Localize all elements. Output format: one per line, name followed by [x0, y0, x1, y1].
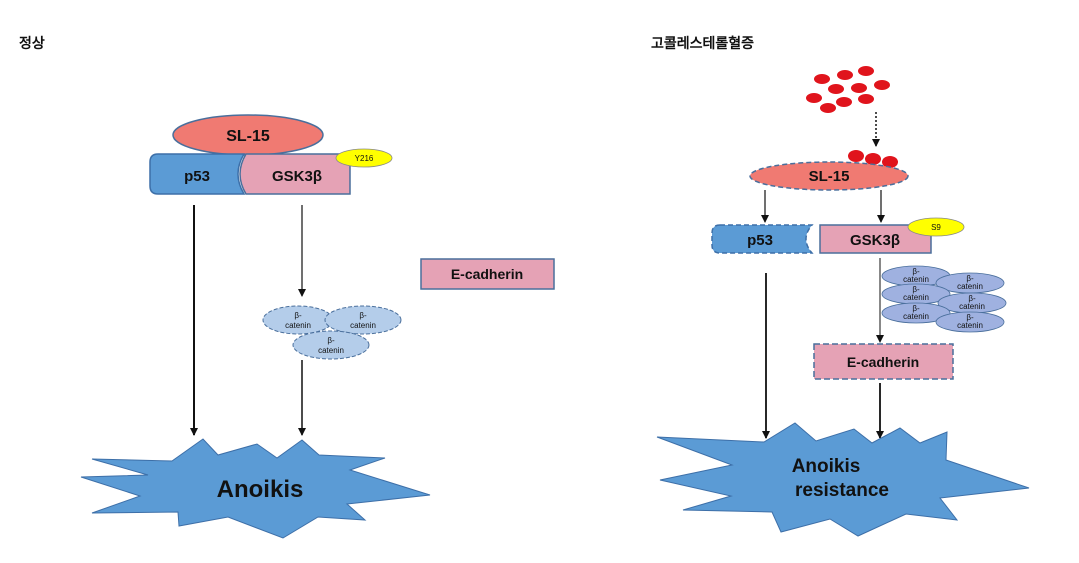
svg-text:β-: β- [359, 311, 367, 320]
left-beta-catenin-cluster: β- catenin β- catenin β- catenin [262, 305, 402, 360]
left-sl15-label: SL-15 [226, 128, 270, 145]
right-sl15-label: SL-15 [809, 168, 850, 185]
svg-text:catenin: catenin [285, 321, 311, 330]
right-panel-title: 고콜레스테롤혈증 [651, 35, 754, 52]
svg-text:catenin: catenin [903, 312, 929, 321]
left-panel-title: 정상 [19, 35, 45, 52]
right-sl15: SL-15 [749, 161, 909, 191]
svg-text:catenin: catenin [903, 275, 929, 284]
left-anoikis-burst: Anoikis [80, 438, 431, 539]
svg-text:β-: β- [912, 267, 920, 276]
right-phospho-badge: S9 [907, 217, 965, 237]
left-ecadherin: E-cadherin [420, 258, 555, 290]
svg-text:β-: β- [912, 304, 920, 313]
right-ecadherin: E-cadherin [813, 343, 954, 380]
right-gsk3b-label: GSK3β [850, 232, 900, 249]
beta-catenin-item: β- catenin [935, 311, 1005, 333]
left-sl15: SL-15 [172, 114, 324, 156]
right-p53-label: p53 [747, 232, 773, 249]
left-p53-label: p53 [184, 168, 210, 185]
cholesterol-particles [806, 66, 890, 113]
right-phospho-label: S9 [931, 223, 941, 232]
right-p53: p53 [711, 224, 814, 254]
svg-text:catenin: catenin [959, 302, 985, 311]
beta-catenin-item: β- catenin [937, 292, 1007, 314]
beta-catenin-item: β- catenin [881, 283, 951, 305]
svg-text:β-: β- [327, 336, 335, 345]
svg-text:β-: β- [294, 311, 302, 320]
svg-text:catenin: catenin [957, 282, 983, 291]
svg-text:β-: β- [966, 313, 974, 322]
svg-text:catenin: catenin [318, 346, 344, 355]
left-phospho-badge: Y216 [335, 148, 393, 168]
right-anoikis-burst: Anoikis resistance [656, 422, 1030, 537]
right-beta-catenin-cluster: β- catenin β- catenin β- catenin β- cate… [881, 265, 1007, 333]
svg-text:catenin: catenin [957, 321, 983, 330]
beta-catenin-item: β- catenin [324, 305, 402, 335]
right-outcome-line1: Anoikis [792, 456, 861, 477]
svg-text:β-: β- [968, 294, 976, 303]
left-outcome-label: Anoikis [217, 476, 304, 503]
svg-text:β-: β- [966, 274, 974, 283]
left-p53: p53 [149, 153, 246, 195]
svg-text:β-: β- [912, 285, 920, 294]
bound-cholesterol [848, 150, 898, 168]
beta-catenin-item: β- catenin [881, 302, 951, 324]
beta-catenin-item: β- catenin [262, 305, 334, 335]
svg-text:catenin: catenin [903, 293, 929, 302]
left-gsk3b-label: GSK3β [272, 168, 322, 185]
right-ecadherin-label: E-cadherin [847, 354, 919, 370]
right-outcome-line2: resistance [795, 480, 889, 501]
beta-catenin-item: β- catenin [292, 330, 370, 360]
left-phospho-label: Y216 [355, 154, 374, 163]
left-gsk3b: GSK3β [239, 153, 351, 195]
left-ecadherin-label: E-cadherin [451, 266, 523, 282]
svg-text:catenin: catenin [350, 321, 376, 330]
